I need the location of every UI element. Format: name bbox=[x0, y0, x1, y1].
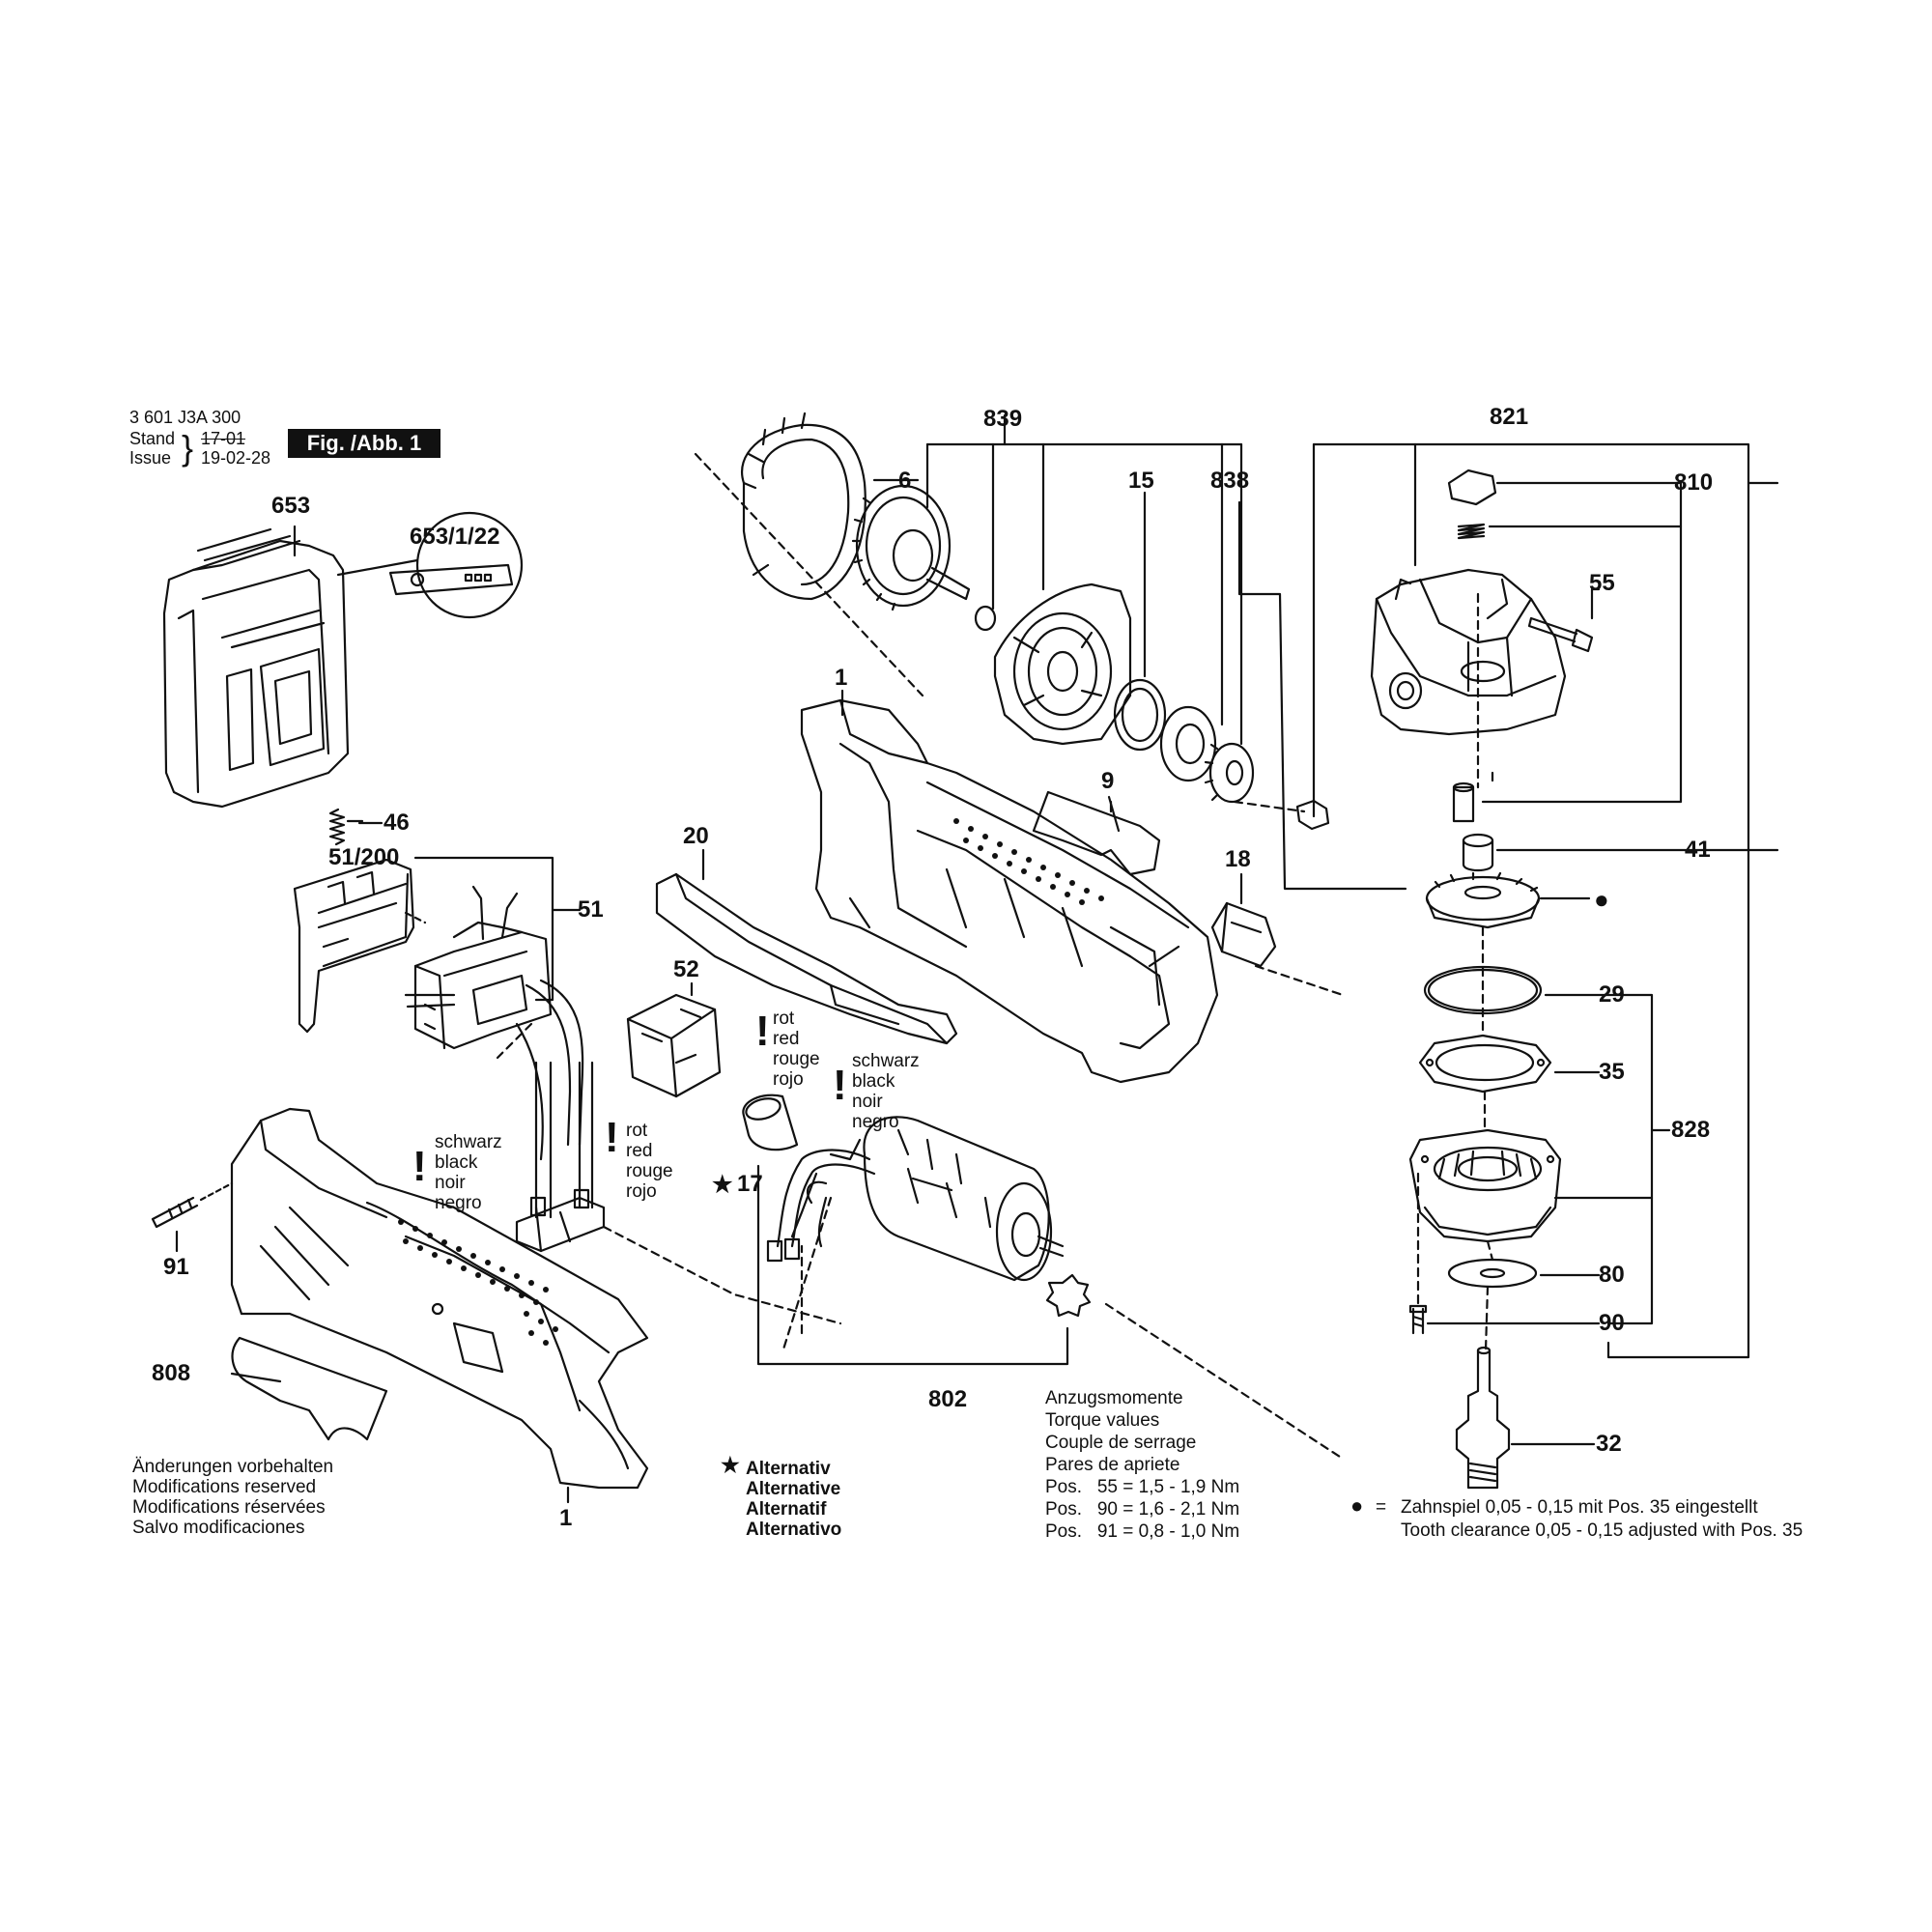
gear-head-821 bbox=[1370, 568, 1567, 736]
cap-810 bbox=[1447, 469, 1497, 506]
bearing-838 bbox=[1159, 705, 1217, 782]
ring-15 bbox=[1113, 678, 1167, 752]
part-label-55: 55 bbox=[1589, 570, 1615, 596]
coupling bbox=[1045, 1273, 1092, 1318]
warning-mark-red-switch: ! bbox=[605, 1114, 619, 1161]
part-label-808: 808 bbox=[152, 1360, 191, 1386]
part-label-810: 810 bbox=[1674, 469, 1714, 496]
bearing-plate bbox=[993, 582, 1132, 746]
part-label-51: 51 bbox=[578, 896, 604, 923]
part-label-52: 52 bbox=[673, 956, 699, 982]
tooth-note-en: Tooth clearance 0,05 - 0,15 adjusted wit… bbox=[1401, 1520, 1804, 1541]
part-label-9: 9 bbox=[1101, 768, 1115, 794]
wire-note-red-motor: rot red rouge rojo bbox=[773, 1009, 820, 1090]
part-label-17: 17 bbox=[737, 1171, 763, 1197]
alternative-star: ★ bbox=[721, 1453, 740, 1477]
label-808 bbox=[231, 1336, 388, 1441]
part-label-821: 821 bbox=[1490, 404, 1529, 430]
wire-note-black-switch: schwarz black noir negro bbox=[435, 1132, 502, 1213]
bushing-17 bbox=[742, 1094, 799, 1151]
leader-lines bbox=[175, 413, 1779, 1504]
bevel-gear-dot: ● bbox=[1594, 885, 1609, 914]
washer-80 bbox=[1447, 1258, 1538, 1289]
battery-pack-653 bbox=[162, 527, 350, 809]
part-18 bbox=[1210, 901, 1277, 968]
part-label-1-top: 1 bbox=[835, 665, 848, 691]
tooth-note-equals: = bbox=[1376, 1497, 1387, 1518]
magnet-52 bbox=[626, 993, 722, 1098]
warning-mark-red-motor: ! bbox=[755, 1008, 770, 1055]
screw-90 bbox=[1408, 1304, 1428, 1335]
part-label-29: 29 bbox=[1599, 981, 1625, 1008]
wire-note-black-motor: schwarz black noir negro bbox=[852, 1051, 920, 1132]
modifications-note: Änderungen vorbehalten Modifications res… bbox=[132, 1457, 334, 1538]
part-label-46: 46 bbox=[384, 810, 410, 836]
figure-badge: Fig. /Abb. 1 bbox=[288, 429, 440, 458]
bevel-gear bbox=[1425, 871, 1541, 929]
switch-connector bbox=[515, 1188, 606, 1253]
part-label-star: ★ bbox=[712, 1172, 733, 1198]
screw-55 bbox=[1527, 616, 1578, 643]
part-label-41: 41 bbox=[1685, 837, 1711, 863]
part-label-653: 653 bbox=[271, 493, 311, 519]
washer bbox=[974, 605, 997, 632]
part-label-838: 838 bbox=[1210, 468, 1250, 494]
issue-label: Issue bbox=[129, 448, 172, 468]
tooth-note-de: Zahnspiel 0,05 - 0,15 mit Pos. 35 einges… bbox=[1401, 1497, 1758, 1518]
spring-46 bbox=[328, 808, 346, 846]
part-number: 3 601 J3A 300 bbox=[129, 408, 242, 427]
part-label-91: 91 bbox=[163, 1254, 189, 1280]
part-label-20: 20 bbox=[683, 823, 709, 849]
tooth-note-dot: ● bbox=[1350, 1493, 1364, 1518]
part-label-839: 839 bbox=[983, 406, 1023, 432]
label-detail-callout bbox=[336, 511, 524, 619]
warning-mark-black-switch: ! bbox=[412, 1143, 427, 1190]
spindle-32 bbox=[1455, 1346, 1511, 1490]
issue-date: 19-02-28 bbox=[201, 448, 271, 468]
pinion bbox=[1204, 742, 1255, 804]
part-label-90: 90 bbox=[1599, 1310, 1625, 1336]
part-label-32: 32 bbox=[1596, 1431, 1622, 1457]
stand-label: Stand bbox=[129, 429, 176, 448]
part-label-80: 80 bbox=[1599, 1262, 1625, 1288]
pin bbox=[1452, 781, 1475, 823]
side-cover-20 bbox=[655, 872, 958, 1045]
part-label-1-bottom: 1 bbox=[559, 1505, 573, 1531]
brace: } bbox=[182, 428, 194, 468]
part-label-18: 18 bbox=[1225, 846, 1251, 872]
gear-wheel bbox=[851, 484, 971, 611]
wire-note-red-switch: rot red rouge rojo bbox=[626, 1121, 673, 1202]
motor-802 bbox=[863, 1116, 1065, 1282]
alternative-note: Alternativ Alternative Alternatif Altern… bbox=[746, 1459, 842, 1540]
part-label-15: 15 bbox=[1128, 468, 1154, 494]
torque-values: Anzugsmomente Torque values Couple de se… bbox=[1045, 1388, 1240, 1542]
part-label-802: 802 bbox=[928, 1386, 968, 1412]
switch-plate-51-200 bbox=[293, 858, 415, 1034]
gasket-35 bbox=[1418, 1034, 1552, 1094]
part-label-51-200: 51/200 bbox=[328, 844, 400, 870]
part-label-828: 828 bbox=[1671, 1117, 1711, 1143]
fan-cover-6 bbox=[741, 412, 867, 601]
housing-half-top bbox=[800, 698, 1219, 1084]
label-9 bbox=[1032, 790, 1161, 876]
housing-half-bottom bbox=[230, 1107, 649, 1490]
stand-date: 17-01 bbox=[201, 429, 246, 448]
part-label-653-1-22: 653/1/22 bbox=[410, 524, 500, 550]
screw-91 bbox=[151, 1196, 199, 1229]
sleeve-41 bbox=[1462, 833, 1494, 872]
spring-810 bbox=[1457, 523, 1486, 540]
warning-mark-black-motor: ! bbox=[833, 1062, 847, 1109]
part-label-6: 6 bbox=[898, 468, 912, 494]
bearing-flange-828 bbox=[1408, 1128, 1562, 1243]
part-label-35: 35 bbox=[1599, 1059, 1625, 1085]
